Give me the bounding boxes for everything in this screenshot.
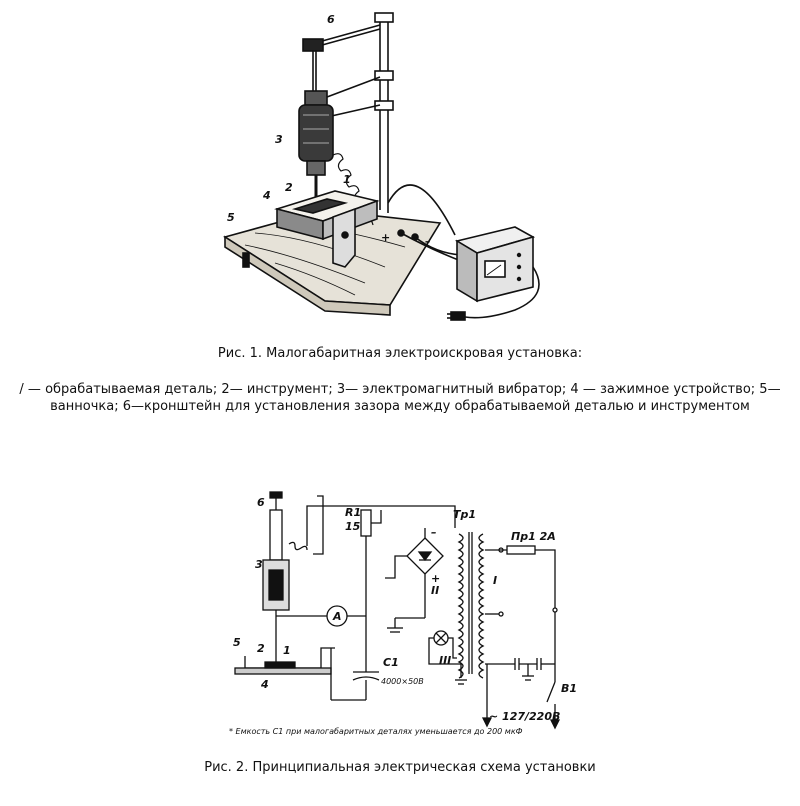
label-n4: 4 [260,678,269,691]
label-fuse: Пр1 2А [511,530,556,543]
figure-2-schematic: R1 15 Тр1 Пр1 2А С1 4000×50В А II I III … [225,488,585,738]
figure-2-caption: Рис. 2. Принципиальная электрическая схе… [204,760,596,775]
label-winding-1: I [493,574,497,587]
fuse [506,545,536,555]
label-c1-value: 4000×50В [381,677,424,686]
label-tr1: Тр1 [453,508,476,521]
bracket-6 [302,38,324,52]
schematic-footnote: * Емкость С1 при малогабаритных деталях … [229,727,523,736]
figure-1-legend-line-2: ванночка; 6—кронштейн для установления з… [50,399,750,414]
vibrator-3 [298,104,334,162]
apparatus-drawing: 6 3 2 1 4 5 + – [223,12,540,321]
label-minus: – [425,235,431,248]
label-6: 6 [327,13,335,26]
resistor-r1 [360,509,372,537]
plug [450,311,466,321]
label-minus-bridge: – [431,526,437,539]
label-n3: 3 [255,558,263,571]
label-winding-2: II [431,584,439,597]
label-ammeter: А [332,610,342,623]
label-3: 3 [275,133,283,146]
label-n6: 6 [257,496,265,509]
figure-1-legend-line-1: / — обрабатываемая деталь; 2— инструмент… [19,382,781,397]
label-n1: 1 [283,644,291,657]
label-plus: + [381,231,390,244]
label-r1: R1 [345,506,361,519]
label-n5: 5 [233,636,241,649]
label-5: 5 [227,211,235,224]
circuit-drawing: R1 15 Тр1 Пр1 2А С1 4000×50В А II I III … [229,491,577,736]
label-switch-b1: В1 [561,682,577,695]
label-n2: 2 [257,642,265,655]
label-c1: С1 [383,656,399,669]
label-mains: ~ 127/220В [489,710,560,723]
label-4: 4 [262,189,271,202]
label-r1-value: 15 [345,520,361,533]
label-1: 1 [343,173,351,186]
figure-1-caption: Рис. 1. Малогабаритная электроискровая у… [217,346,583,361]
figure-1-illustration: 6 3 2 1 4 5 + – [215,5,555,335]
label-plus-bridge: + [431,572,440,585]
label-winding-3: III [439,654,451,667]
label-2: 2 [285,181,293,194]
